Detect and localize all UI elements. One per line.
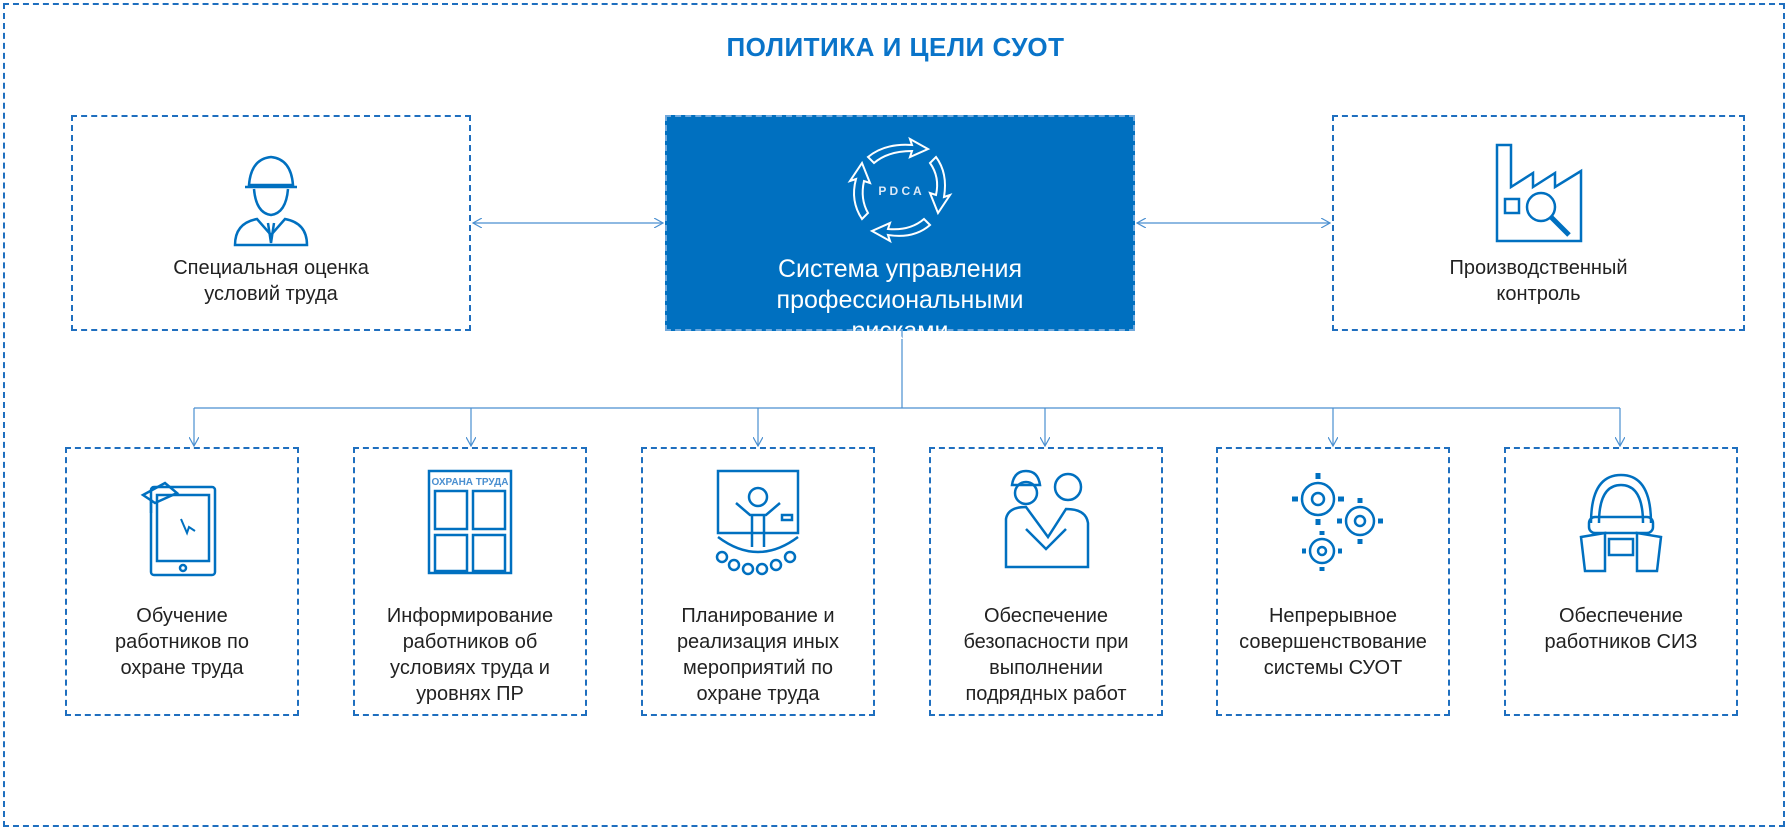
diagram-title: ПОЛИТИКА И ЦЕЛИ СУОТ	[726, 32, 1065, 62]
bottom-label: Обеспечение безопасности при выполнении …	[963, 605, 1129, 705]
box-production-control: Производственный контроль	[1332, 115, 1745, 331]
outer-frame	[3, 3, 1785, 827]
bottom-label: Непрерывное совершенствование системы СУ…	[1239, 605, 1427, 679]
pdca-cycle-icon: P D C A	[847, 136, 953, 244]
worker-helmet-icon	[233, 155, 309, 247]
bottom-label: Планирование и реализация иных мероприят…	[676, 605, 840, 705]
tablet-graduation-icon	[137, 467, 227, 582]
box-special-assessment: Специальная оценка условий труда	[71, 115, 471, 331]
box-handshake: Обеспечение безопасности при выполнении …	[929, 447, 1163, 716]
box-information-board: ОХРАНА ТРУДА Информирование работников об…	[353, 447, 587, 716]
gears-icon	[1278, 467, 1388, 582]
pdca-text: P D C A	[878, 184, 922, 198]
bottom-label: Обучение работников по охране труда	[115, 605, 249, 679]
factory-inspection-icon	[1495, 143, 1582, 243]
label-special-assessment: Специальная оценка условий труда	[173, 257, 369, 305]
information-board-icon: ОХРАНА ТРУДА	[425, 467, 515, 582]
label-production-control: Производственный контроль	[1449, 257, 1628, 305]
box-tablet-graduation: Обучение работников по охране труда	[65, 447, 299, 716]
box-presentation: Планирование и реализация иных мероприят…	[641, 447, 875, 716]
respirator-mask-icon	[1571, 467, 1671, 582]
handshake-icon	[996, 467, 1096, 582]
box-risk-management-system: P D C A Система управления профессиональ…	[665, 115, 1135, 345]
bottom-label: Информирование работников об условиях тр…	[386, 605, 554, 705]
board-text: ОХРАНА ТРУДА	[431, 477, 508, 488]
presentation-icon	[708, 467, 808, 582]
box-gears: Непрерывное совершенствование системы СУ…	[1216, 447, 1450, 716]
label-risk-management-system: Система управления профессиональными рис…	[776, 255, 1024, 345]
bottom-label: Обеспечение работников СИЗ	[1544, 605, 1698, 653]
box-respirator-mask: Обеспечение работников СИЗ	[1504, 447, 1738, 716]
